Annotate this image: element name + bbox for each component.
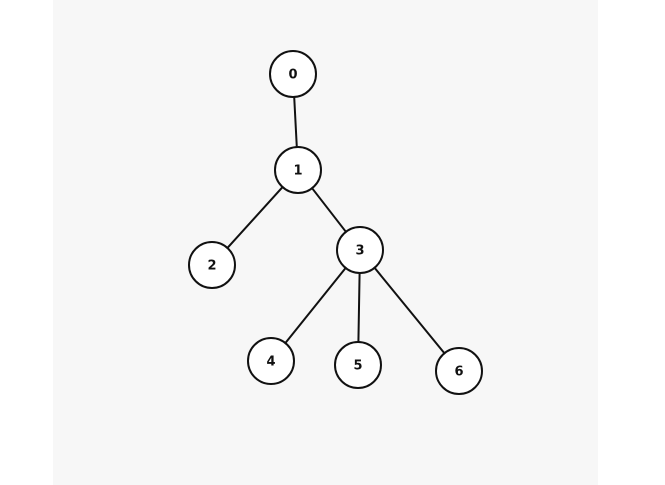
node-label: 3 <box>355 244 364 259</box>
node-label: 5 <box>353 359 362 374</box>
edge-3-4 <box>284 266 347 345</box>
node-circle <box>274 146 322 194</box>
edge-1-3 <box>311 187 347 233</box>
node-5: 5 <box>334 341 382 389</box>
node-label: 0 <box>288 68 297 83</box>
edge-3-6 <box>373 266 446 355</box>
node-circle <box>269 50 317 98</box>
edges-layer <box>226 95 446 355</box>
node-1: 1 <box>274 146 322 194</box>
edge-0-1 <box>293 95 298 149</box>
node-0: 0 <box>269 50 317 98</box>
diagram-panel <box>53 0 598 485</box>
node-label: 6 <box>454 365 463 380</box>
edge-1-2 <box>226 186 284 249</box>
edge-3-5 <box>357 271 361 344</box>
node-label: 4 <box>266 355 275 370</box>
node-circle <box>188 241 236 289</box>
node-circle <box>247 337 295 385</box>
node-6: 6 <box>435 347 483 395</box>
node-2: 2 <box>188 241 236 289</box>
node-circle <box>435 347 483 395</box>
node-4: 4 <box>247 337 295 385</box>
node-circle <box>336 226 384 274</box>
node-label: 1 <box>293 164 302 179</box>
nodes-layer: 0 1 2 3 4 5 6 <box>188 50 483 395</box>
node-label: 2 <box>207 259 216 274</box>
node-circle <box>334 341 382 389</box>
node-3: 3 <box>336 226 384 274</box>
